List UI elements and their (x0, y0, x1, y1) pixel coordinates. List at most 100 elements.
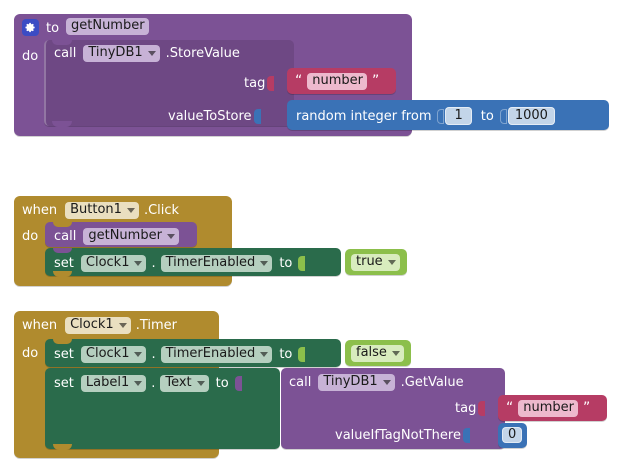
quote-open: “ (506, 400, 514, 416)
text-block-number-2-content[interactable]: “ number ” (506, 400, 590, 417)
arg-label-valueiftagnotthere: valueIfTagNotThere (335, 428, 461, 443)
component-dropdown-tinydb1[interactable]: TinyDB1 (83, 45, 160, 62)
value-socket-true[interactable] (298, 256, 306, 271)
math-number-field[interactable]: 0 (502, 427, 523, 443)
quote-close: ” (583, 400, 591, 416)
value-socket-tag[interactable] (267, 76, 275, 91)
random-to-label: to (480, 108, 494, 124)
math-max-field[interactable]: 1000 (507, 107, 555, 125)
chevron-down-icon[interactable] (147, 50, 156, 56)
value-socket-valuetostore[interactable] (253, 109, 261, 124)
logic-false-content[interactable]: false (351, 345, 404, 362)
quote-open: “ (295, 73, 303, 89)
property-dropdown-timerenabled[interactable]: TimerEnabled (160, 346, 273, 363)
set-block-top-notch (53, 248, 72, 253)
call-getnumber-top-notch (53, 222, 72, 227)
method-label-getvalue: .GetValue (400, 375, 464, 390)
set-false-content[interactable]: set Clock1 . TimerEnabled to (54, 346, 306, 363)
call-getnumber-content[interactable]: call getNumber (54, 228, 179, 245)
property-dropdown-timerenabled[interactable]: TimerEnabled (160, 255, 273, 272)
chevron-down-icon[interactable] (260, 260, 269, 266)
component-dropdown-clock1[interactable]: Clock1 (80, 255, 147, 272)
component-dropdown-tinydb1[interactable]: TinyDB1 (318, 374, 395, 391)
chevron-down-icon[interactable] (126, 207, 135, 213)
arg-label-tag: tag (455, 401, 477, 416)
component-dropdown-clock1-event[interactable]: Clock1 (65, 317, 131, 334)
chevron-down-icon[interactable] (166, 233, 175, 239)
value-socket-false[interactable] (298, 347, 306, 362)
text-value-field[interactable]: number (518, 400, 579, 417)
procedure-dropdown-getnumber[interactable]: getNumber (83, 228, 179, 245)
text-value-field[interactable]: number (307, 73, 368, 90)
set-label: set (54, 376, 74, 391)
set-label: set (54, 347, 74, 362)
chevron-down-icon[interactable] (260, 351, 269, 357)
event-clock1-do-label: do (22, 346, 39, 361)
set-label1-content[interactable]: set Label1 . Text to (54, 375, 243, 392)
method-label-storevalue: .StoreValue (165, 46, 240, 61)
event-label-click: .Click (143, 203, 180, 218)
logic-true-content[interactable]: true (351, 254, 400, 271)
value-socket-from[interactable] (437, 108, 445, 124)
value-socket-to[interactable] (499, 108, 507, 124)
call-label: call (54, 46, 77, 61)
chevron-down-icon[interactable] (118, 322, 127, 328)
to-label: to (279, 256, 293, 271)
when-label: when (22, 203, 58, 218)
chevron-down-icon[interactable] (382, 379, 391, 385)
set-block-content[interactable]: set Clock1 . TimerEnabled to (54, 255, 306, 272)
component-dropdown-label1[interactable]: Label1 (80, 375, 147, 392)
set-false-top-notch (53, 339, 72, 344)
chevron-down-icon[interactable] (387, 259, 396, 265)
component-dropdown-clock1[interactable]: Clock1 (80, 346, 147, 363)
getvalue-arg-default-row: valueIfTagNotThere (335, 428, 471, 443)
call-storevalue-top-notch (52, 40, 72, 45)
math-number-zero-content[interactable]: 0 (502, 427, 523, 443)
procedure-do-label: do (22, 49, 39, 64)
set-label1-top-notch (53, 368, 72, 373)
math-random-integer-content[interactable]: random integer from 1 to 1000 (296, 107, 555, 125)
event-clock1-header[interactable]: when Clock1 .Timer (22, 317, 177, 334)
chevron-down-icon[interactable] (134, 380, 143, 386)
arg-label-tag: tag (244, 76, 266, 91)
set-label1-bottom-notch (53, 444, 72, 450)
event-button1-header[interactable]: when Button1 .Click (22, 202, 179, 219)
set-label: set (54, 256, 74, 271)
call-label: call (289, 375, 312, 390)
chevron-down-icon[interactable] (134, 351, 143, 357)
call-label: call (54, 229, 77, 244)
arg-valuetostore-row: valueToStore (168, 109, 262, 124)
value-socket-getvalue[interactable] (234, 376, 242, 391)
dot-separator: . (151, 376, 156, 391)
procedure-name-field[interactable]: getNumber (66, 18, 149, 35)
component-dropdown-button1[interactable]: Button1 (65, 202, 139, 219)
value-socket-default[interactable] (462, 428, 470, 443)
math-min-field[interactable]: 1 (445, 107, 472, 125)
quote-close: ” (372, 73, 380, 89)
dot-separator: . (151, 256, 156, 271)
getvalue-arg-tag-row: tag (455, 401, 486, 416)
logic-dropdown-false[interactable]: false (351, 345, 404, 362)
call-getvalue-header[interactable]: call TinyDB1 .GetValue (289, 374, 464, 391)
call-storevalue-header[interactable]: call TinyDB1 .StoreValue (54, 45, 240, 62)
gear-icon[interactable] (22, 19, 39, 36)
procedure-inner-gap (44, 126, 412, 136)
logic-dropdown-true[interactable]: true (351, 254, 400, 271)
chevron-down-icon[interactable] (391, 350, 400, 356)
random-from-label: random integer from (296, 108, 432, 124)
arg-label-valuetostore: valueToStore (168, 109, 252, 124)
text-block-number-content[interactable]: “ number ” (295, 73, 379, 90)
value-socket-tag[interactable] (478, 401, 486, 416)
to-label: to (279, 347, 293, 362)
chevron-down-icon[interactable] (196, 380, 205, 386)
event-label-timer: .Timer (135, 318, 177, 333)
arg-tag-row: tag (244, 76, 275, 91)
to-label: to (215, 376, 229, 391)
property-dropdown-text[interactable]: Text (160, 375, 209, 392)
event-button1-do-label: do (22, 229, 39, 244)
procedure-to-label: to (46, 21, 60, 36)
chevron-down-icon[interactable] (134, 260, 143, 266)
dot-separator: . (151, 347, 156, 362)
procedure-name-value[interactable]: getNumber (66, 18, 149, 35)
